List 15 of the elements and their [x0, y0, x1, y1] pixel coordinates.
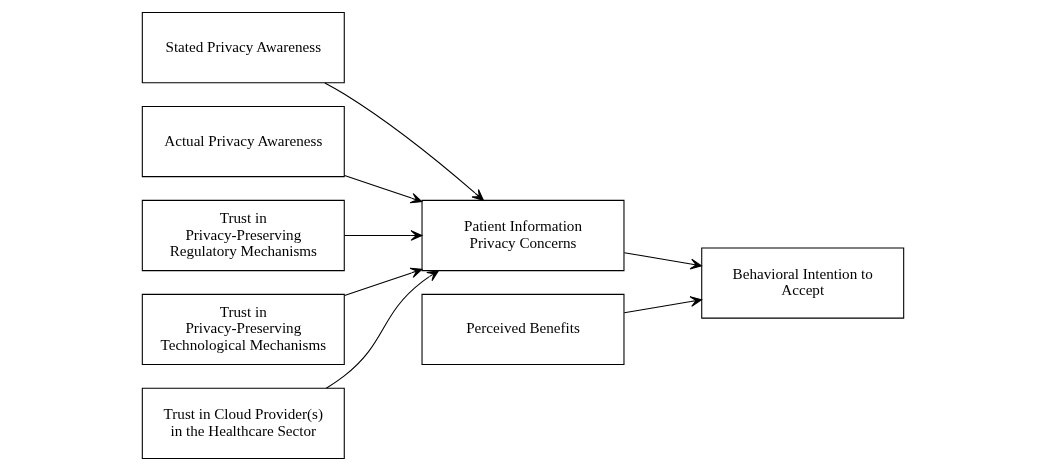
node-box: Stated Privacy Awareness — [141, 11, 345, 84]
node-box: Perceived Benefits — [421, 293, 625, 366]
arrow — [325, 270, 439, 389]
node-box: Actual Privacy Awareness — [141, 105, 345, 178]
node-box: Behavioral Intention to Accept — [701, 247, 905, 319]
node-box: Trust in Cloud Provider(s) in the Healthcare Sector — [141, 387, 345, 460]
arrow — [344, 230, 423, 241]
arrow — [623, 296, 703, 314]
node-box: Trust in Privacy-Preserving Regulatory Mechanisms — [141, 199, 345, 272]
arrow — [324, 82, 484, 201]
node-box: Patient Information Privacy Concerns — [421, 199, 625, 272]
arrow — [344, 174, 423, 204]
node-box: Trust in Privacy-Preserving Technological Mechanisms — [141, 293, 345, 366]
arrow — [344, 267, 423, 297]
arrow — [623, 252, 703, 270]
